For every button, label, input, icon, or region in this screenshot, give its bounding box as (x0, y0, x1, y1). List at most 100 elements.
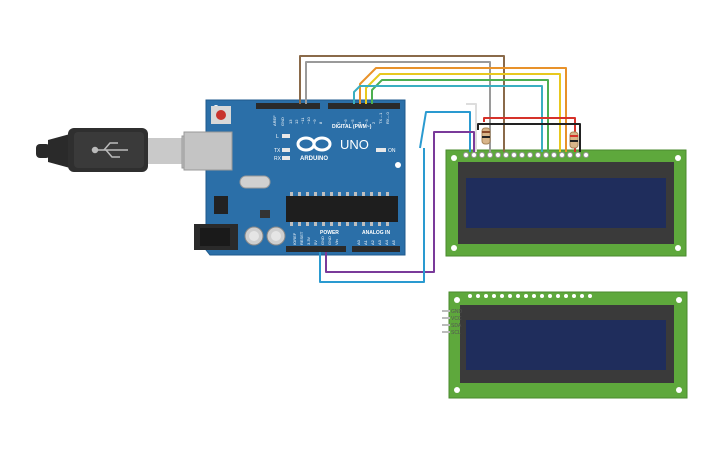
lcd-screen (466, 178, 666, 228)
analog-label: ANALOG IN (362, 230, 390, 236)
pin-label: GND (327, 236, 332, 245)
pin-label: ~11 (300, 117, 305, 124)
pin-label: ~10 (306, 116, 311, 124)
tx-led (282, 148, 290, 152)
pin-label: A2 (370, 239, 375, 245)
lcd-pad (476, 294, 480, 298)
pin-label: A1 (363, 239, 368, 245)
pin-label: RX←0 (385, 111, 390, 124)
lcd-pin[interactable] (567, 152, 573, 158)
lcd-pad (588, 294, 592, 298)
pin-label: ~6 (343, 119, 348, 124)
on-led (376, 148, 386, 152)
lcd-pin[interactable] (463, 152, 469, 158)
lcd-display-i2c[interactable]: GND VCC SDA SCL (442, 291, 688, 399)
lcd-pin-header[interactable] (463, 152, 589, 158)
lcd-pin[interactable] (559, 152, 565, 158)
wire-orange[interactable] (359, 67, 567, 152)
arduino-logo-icon (296, 136, 332, 152)
i2c-vcc-label: VCC (451, 316, 462, 322)
lcd-pad (468, 294, 472, 298)
l-led (282, 134, 290, 138)
lcd-pin[interactable] (511, 152, 517, 158)
lcd-screen (466, 320, 666, 370)
lcd-pin[interactable] (479, 152, 485, 158)
capacitors (244, 226, 286, 246)
pin-label: A4 (384, 239, 389, 245)
lcd-pad (548, 294, 552, 298)
lcd-pin[interactable] (503, 152, 509, 158)
pin-label: A3 (377, 239, 382, 245)
pin-label: 13 (288, 119, 293, 124)
wire-purple[interactable] (325, 131, 475, 273)
lcd-pin[interactable] (519, 152, 525, 158)
pin-label: GND (320, 236, 325, 245)
usb-icon (91, 142, 128, 158)
lcd-pin[interactable] (583, 152, 589, 158)
pin-label: 8 (318, 121, 323, 124)
lcd-top-pads (468, 294, 592, 298)
model-label: UNO (340, 137, 369, 152)
lcd-pad (532, 294, 536, 298)
pin-label: 5V (313, 240, 318, 245)
power-header[interactable] (286, 246, 346, 252)
pin-label: 3.3V (306, 236, 311, 245)
rx-led (282, 156, 290, 160)
reset-button[interactable] (211, 106, 231, 124)
pin-label: A5 (391, 239, 396, 245)
lcd-pad (508, 294, 512, 298)
pin-label: ~3 (364, 119, 369, 124)
lcd-pin[interactable] (471, 152, 477, 158)
wire-black[interactable] (477, 123, 581, 152)
pin-label: ~9 (312, 119, 317, 124)
pin-label: Vin (334, 239, 339, 245)
analog-header[interactable] (352, 246, 400, 252)
lcd-pin[interactable] (543, 152, 549, 158)
pin-label: 4 (357, 121, 362, 124)
atmega-chip (286, 192, 398, 226)
wire-yellow[interactable] (365, 73, 561, 152)
wire-teal[interactable] (353, 85, 543, 152)
lcd-pin[interactable] (535, 152, 541, 158)
wire-brown[interactable] (299, 55, 505, 152)
l-label: L (276, 134, 279, 140)
pin-label: IOREF (292, 232, 297, 245)
wire-green[interactable] (371, 79, 549, 152)
resistor-2[interactable] (569, 131, 579, 149)
lcd-pin[interactable] (527, 152, 533, 158)
gnd-pin-label: GND (280, 117, 285, 126)
lcd-pin[interactable] (551, 152, 557, 158)
lcd-pad (516, 294, 520, 298)
tx-label: TX (274, 148, 281, 154)
lcd-display-parallel[interactable] (445, 149, 687, 257)
arduino-uno-board[interactable]: L TX RX ON ARDUINO UNO DIGITAL (PWM~) PO… (183, 99, 406, 256)
digital-label: DIGITAL (PWM~) (332, 124, 372, 130)
wire-grey[interactable] (305, 61, 491, 152)
i2c-scl-label: SCL (451, 330, 461, 336)
i2c-gnd-label: GND (451, 309, 463, 315)
lcd-pin[interactable] (575, 152, 581, 158)
on-label: ON (388, 148, 396, 154)
lcd-pad (564, 294, 568, 298)
lcd-pad (492, 294, 496, 298)
i2c-pins[interactable] (442, 310, 450, 333)
aref-pin-label: AREF (272, 115, 277, 126)
pin-label: RESET (299, 231, 304, 245)
resistor-1[interactable] (481, 127, 491, 145)
lcd-pad (572, 294, 576, 298)
pin-label: ~5 (350, 119, 355, 124)
brand-label: ARDUINO (300, 156, 328, 162)
wire-white[interactable] (466, 103, 477, 152)
lcd-pin[interactable] (487, 152, 493, 158)
lcd-pad (556, 294, 560, 298)
pin-label: 7 (336, 121, 341, 124)
lcd-pad (484, 294, 488, 298)
digital-header[interactable] (256, 103, 400, 109)
pin-label: 2 (371, 121, 376, 124)
wire-blue-lower[interactable] (319, 148, 425, 283)
lcd-pad (524, 294, 528, 298)
lcd-pin[interactable] (495, 152, 501, 158)
